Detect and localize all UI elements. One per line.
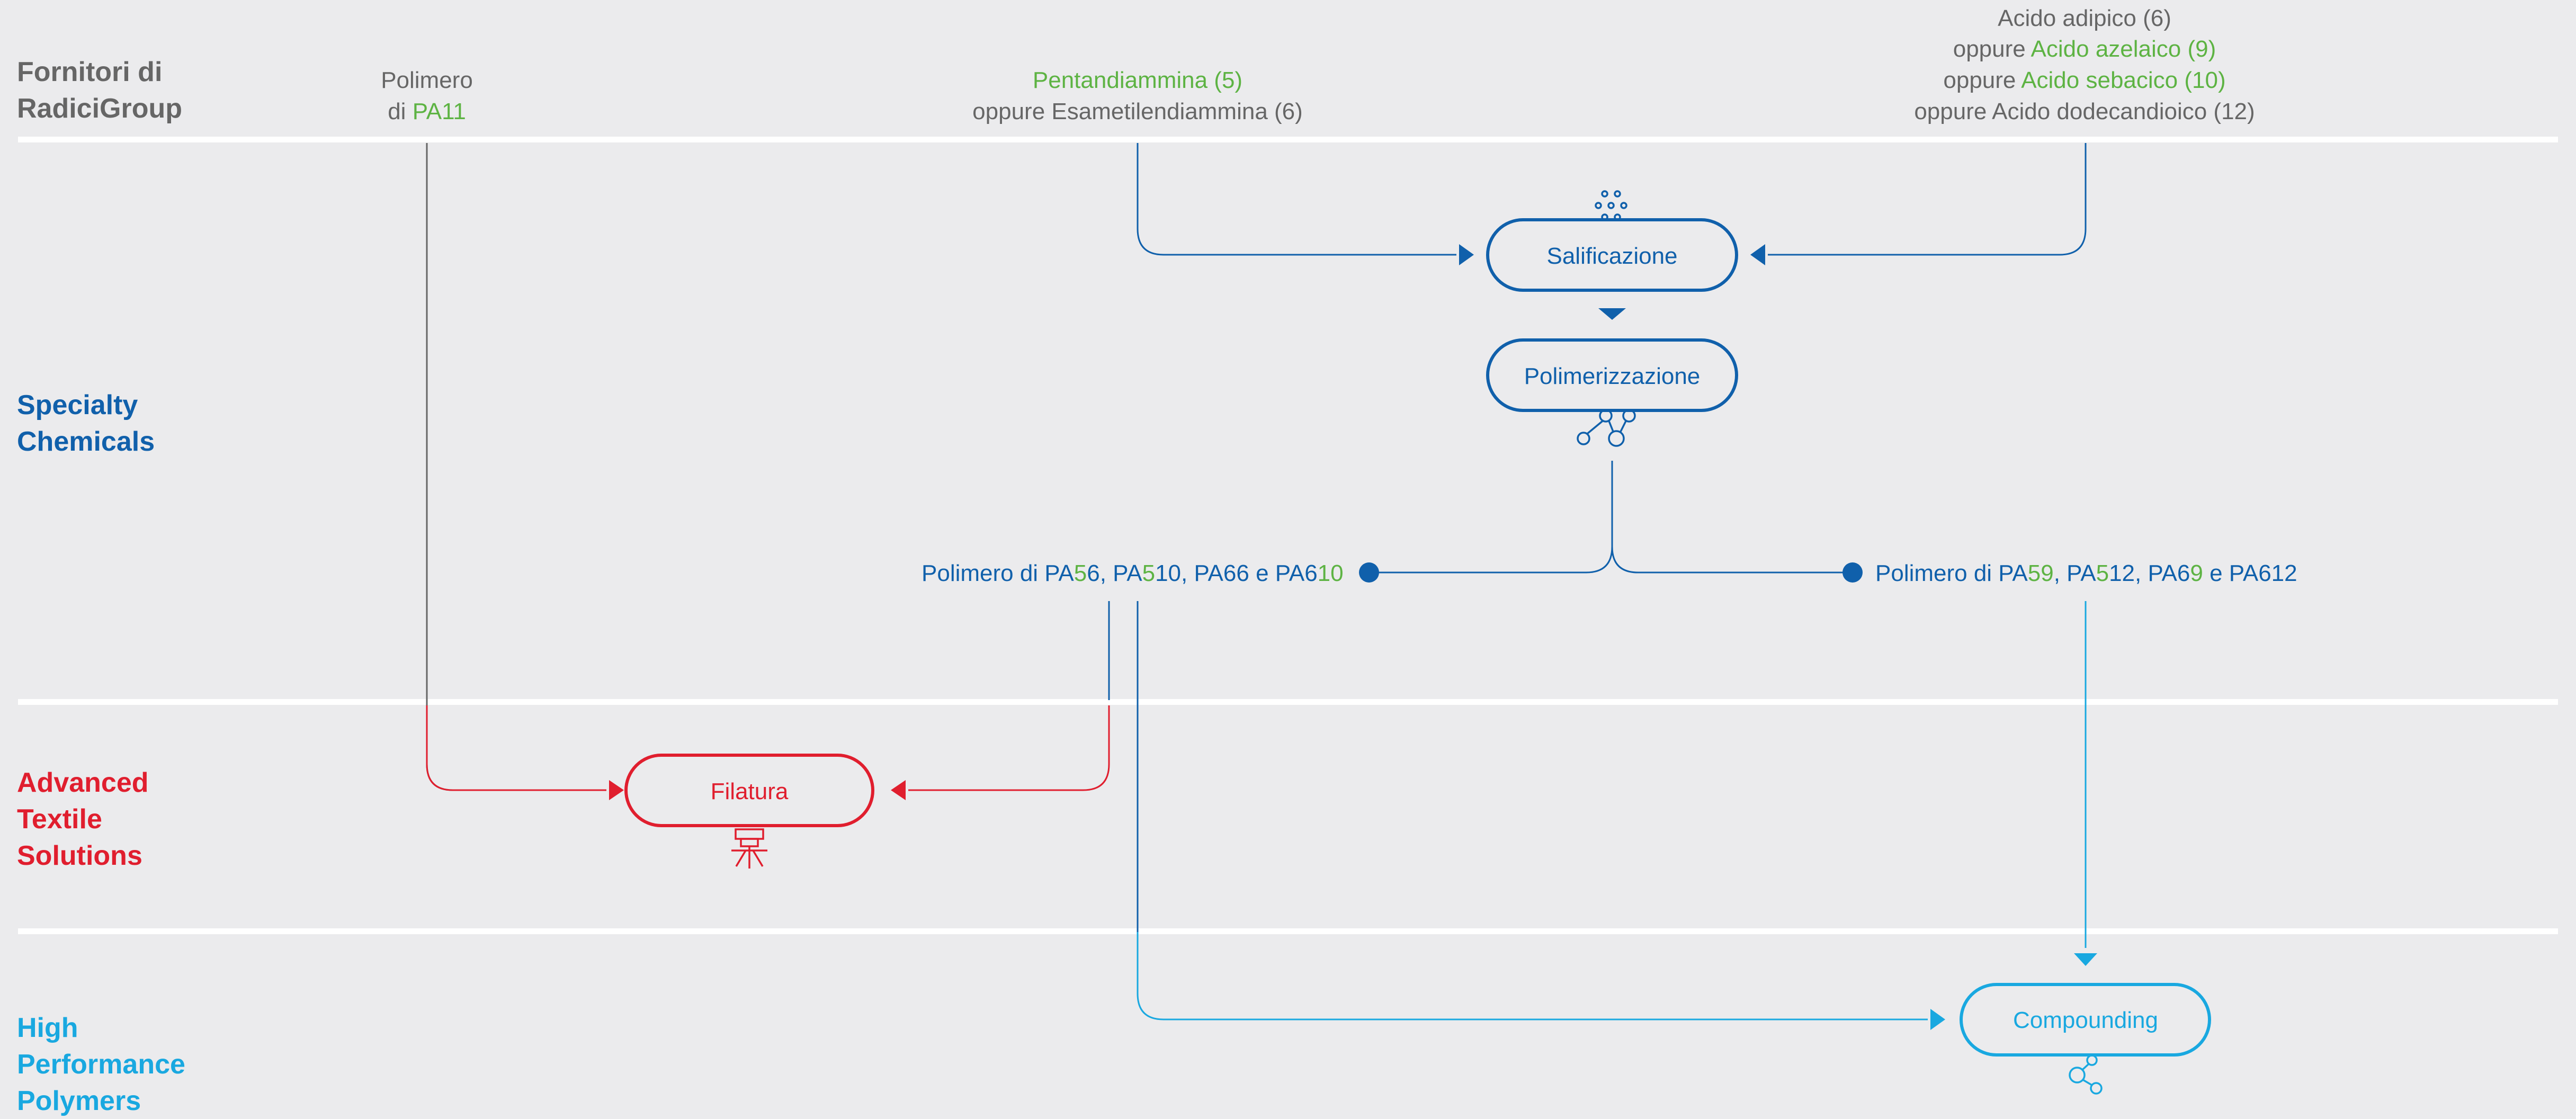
spinning-label: Filatura <box>711 778 789 804</box>
output-dot-left <box>1359 562 1379 583</box>
compounding-label: Compounding <box>2013 1007 2158 1033</box>
input-diamines-line2: oppure Esametilendiammina (6) <box>972 99 1303 124</box>
input-acids-line4: oppure Acido dodecandioico (12) <box>1914 99 2255 124</box>
compounding-icon <box>2069 1054 2103 1095</box>
row-divider <box>18 137 2558 142</box>
row-label-line: Textile <box>17 804 102 835</box>
connector-polymer-to-right-output <box>1611 546 1853 574</box>
row-label-line: Specialty <box>17 390 138 420</box>
salification-node <box>1486 218 1738 292</box>
row-label-line: Solutions <box>17 840 142 871</box>
connector-polymer-to-left-output <box>1369 461 1613 574</box>
input-acids-line3: oppure Acido sebacico (10) <box>1943 67 2225 93</box>
input-pa11-line1: Polimero <box>381 67 473 93</box>
row-label-line: Polymers <box>17 1086 141 1116</box>
compounding-node <box>1960 983 2211 1057</box>
row-divider <box>18 928 2558 934</box>
connector-left-output-to-spinning <box>908 705 1110 791</box>
polymerization-label: Polimerizzazione <box>1524 363 1701 389</box>
arrow-head <box>891 780 906 800</box>
salification-icon <box>1595 190 1627 221</box>
input-pa11-line2: di PA11 <box>388 99 466 124</box>
row-divider <box>18 699 2558 705</box>
row-label-specialty-chemicals: Specialty Chemicals <box>17 390 155 457</box>
row-label-suppliers: Fornitori di RadiciGroup <box>17 57 182 124</box>
spinning-icon <box>731 828 767 869</box>
output-right-label: Polimero di PA59, PA512, PA69 e PA612 <box>1875 560 2297 586</box>
output-left-label: Polimero di PA56, PA510, PA66 e PA610 <box>922 560 1344 586</box>
input-acids-line1: Acido adipico (6) <box>1998 5 2171 31</box>
spinning-node <box>624 754 874 827</box>
row-label-line: Chemicals <box>17 426 155 457</box>
arrow-head <box>1459 244 1474 265</box>
output-dot-right <box>1842 562 1863 583</box>
arrow-head <box>1598 308 1626 320</box>
input-acids: Acido adipico (6) oppure Acido azelaico … <box>1914 5 2255 124</box>
polymerization-node <box>1486 338 1738 412</box>
connector-left-output-to-compounding-cyan <box>1137 932 1928 1020</box>
salification-label: Salificazione <box>1546 243 1677 269</box>
input-diamines: Pentandiammina (5) oppure Esametilendiam… <box>972 67 1303 124</box>
input-pa11: Polimero di PA11 <box>381 67 473 124</box>
arrow-head <box>1750 244 1765 265</box>
connector-diamines-to-salification <box>1137 143 1456 256</box>
connector-pa11-to-spinning-red <box>426 705 606 791</box>
arrow-head <box>1930 1009 1945 1030</box>
polymerization-icon <box>1577 409 1636 447</box>
input-acids-line2: oppure Acido azelaico (9) <box>1953 36 2216 62</box>
row-label-advanced-textile: Advanced Textile Solutions <box>17 767 149 871</box>
input-diamines-line1: Pentandiammina (5) <box>1033 67 1242 93</box>
row-label-line: High <box>17 1013 78 1043</box>
connector-acids-to-salification <box>1768 143 2087 256</box>
row-label-line: Advanced <box>17 767 149 798</box>
connector-pa11-to-spinning <box>426 143 606 791</box>
arrow-head <box>2074 953 2097 966</box>
arrow-head <box>609 780 624 800</box>
row-label-high-performance-polymers: High Performance Polymers <box>17 1013 185 1116</box>
row-label-line: Performance <box>17 1049 185 1080</box>
row-label-line: RadiciGroup <box>17 93 182 124</box>
row-label-line: Fornitori di <box>17 57 162 87</box>
